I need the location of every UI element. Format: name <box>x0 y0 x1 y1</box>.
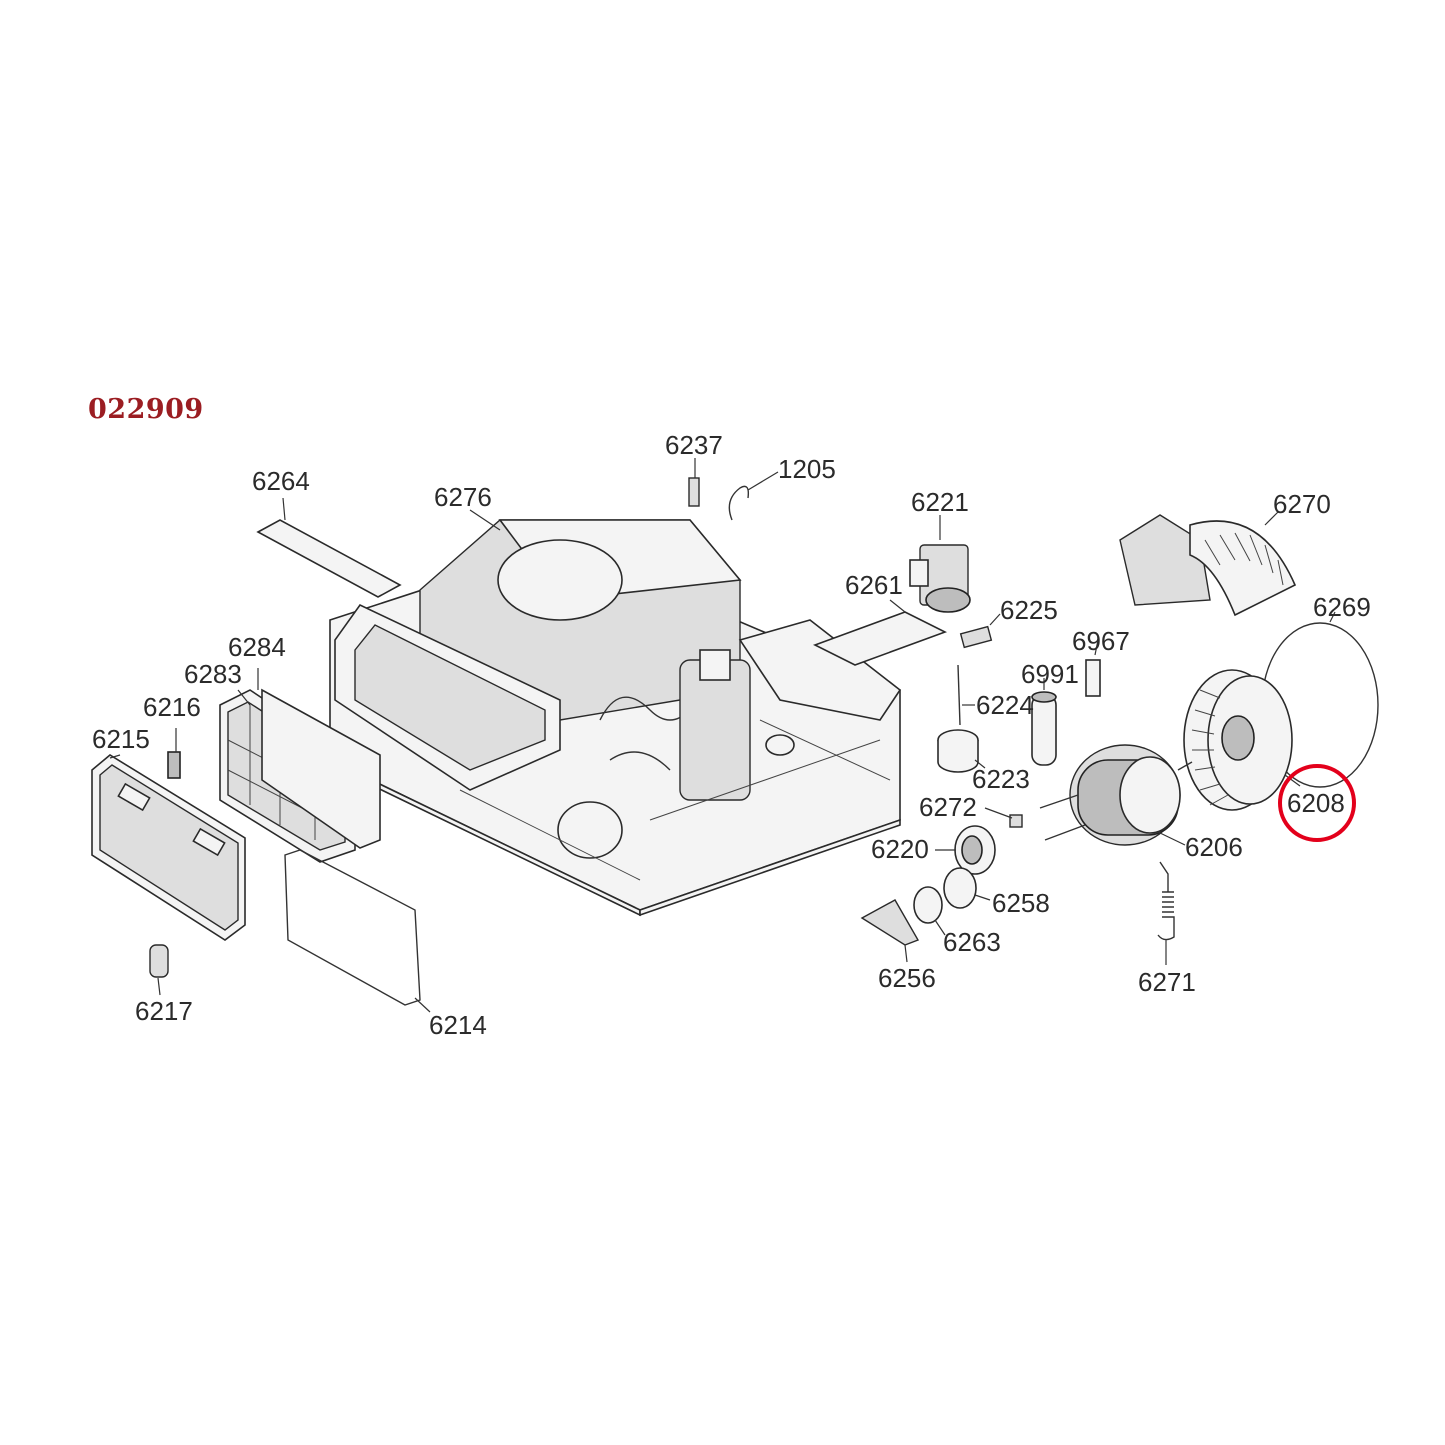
part-6991-capacitor <box>1031 678 1057 766</box>
part-6271-spring <box>1157 861 1175 965</box>
part-6217 <box>149 944 169 996</box>
part-6264-strip <box>256 519 402 598</box>
label-6258: 6258 <box>992 888 1050 918</box>
part-6208-fan-wheel <box>1183 669 1293 811</box>
part-6258-ring <box>943 867 977 909</box>
label-6237: 6237 <box>665 430 723 460</box>
label-1205: 1205 <box>778 454 836 484</box>
part-6223-cap <box>937 729 986 773</box>
label-6225: 6225 <box>1000 595 1058 625</box>
label-6283: 6283 <box>184 659 242 689</box>
label-6217: 6217 <box>135 996 193 1026</box>
label-6224: 6224 <box>976 690 1034 720</box>
label-6206: 6206 <box>1185 832 1243 862</box>
label-6261: 6261 <box>845 570 903 600</box>
part-6216 <box>167 728 181 779</box>
part-6225 <box>959 625 993 649</box>
label-6208: 6208 <box>1287 788 1345 818</box>
label-6263: 6263 <box>943 927 1001 957</box>
label-6271: 6271 <box>1138 967 1196 997</box>
part-1205-clip <box>728 471 779 521</box>
label-6276: 6276 <box>434 482 492 512</box>
part-6967-label <box>1085 639 1101 697</box>
part-6206-motor <box>1039 744 1193 846</box>
part-6237-sensor <box>688 458 700 507</box>
label-6223: 6223 <box>972 764 1030 794</box>
part-6270-duct <box>1119 511 1297 617</box>
part-6263-ring <box>913 886 943 924</box>
label-6967: 6967 <box>1072 626 1130 656</box>
label-6256: 6256 <box>878 963 936 993</box>
part-6256-bracket <box>860 899 920 946</box>
label-6270: 6270 <box>1273 489 1331 519</box>
main-housing <box>329 519 902 917</box>
label-6264: 6264 <box>252 466 310 496</box>
label-6214: 6214 <box>429 1010 487 1040</box>
label-6269: 6269 <box>1313 592 1371 622</box>
label-6220: 6220 <box>871 834 929 864</box>
part-6214-gasket <box>284 849 421 1006</box>
part-6272 <box>1009 814 1023 828</box>
part-6224 <box>957 664 961 726</box>
label-6272: 6272 <box>919 792 977 822</box>
label-6216: 6216 <box>143 692 201 722</box>
label-6215: 6215 <box>92 724 150 754</box>
label-6991: 6991 <box>1021 659 1079 689</box>
label-6284: 6284 <box>228 632 286 662</box>
part-6221-pump <box>909 515 971 613</box>
highlight-circle-6208 <box>1278 764 1356 842</box>
part-6261-tray <box>812 611 948 666</box>
part-6215-panel <box>91 754 246 941</box>
part-6220-bearing <box>935 825 996 875</box>
label-6221: 6221 <box>911 487 969 517</box>
part-6284-filter-media <box>261 688 381 849</box>
diagram-code: 022909 <box>88 394 204 425</box>
